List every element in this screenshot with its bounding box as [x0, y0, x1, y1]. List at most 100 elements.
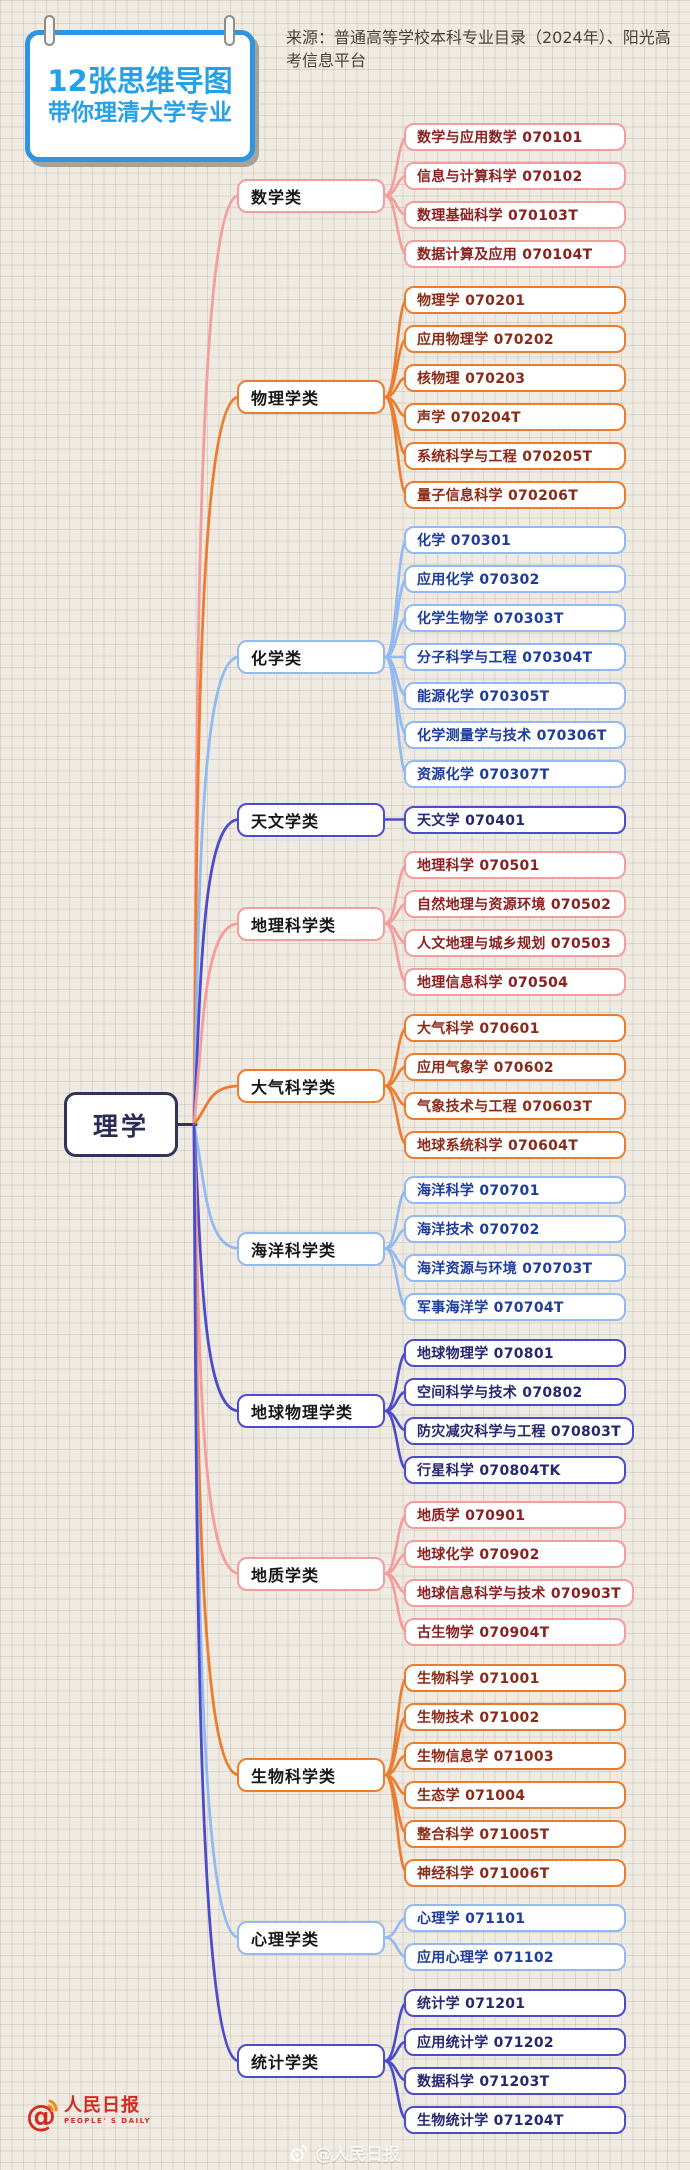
- major-node: 应用统计学 071202: [404, 2027, 626, 2056]
- major-node: 数理基础科学 070103T: [404, 201, 626, 229]
- major-node: 应用化学 070302: [404, 565, 626, 593]
- major-node: 数据计算及应用 070104T: [404, 240, 626, 268]
- connector-line: [192, 922, 241, 1126]
- major-node: 地理科学 070501: [404, 851, 626, 879]
- major-label: 化学 070301: [417, 533, 512, 549]
- major-label: 地质学 070901: [417, 1508, 526, 1524]
- major-node: 地球物理学 070801: [404, 1338, 626, 1367]
- major-label: 数据计算及应用 070104T: [417, 247, 593, 263]
- major-label: 数学与应用数学 070101: [417, 130, 583, 146]
- major-label: 化学测量学与技术 070306T: [417, 728, 607, 744]
- major-node: 化学 070301: [404, 526, 626, 554]
- category-node: 地球物理学类: [237, 1394, 385, 1428]
- major-label: 生物科学 071001: [417, 1670, 540, 1687]
- major-label: 地球系统科学 070604T: [417, 1137, 579, 1154]
- major-label: 海洋资源与环境 070703T: [417, 1261, 593, 1277]
- category-node: 天文学类: [237, 802, 385, 837]
- major-node: 空间科学与技术 070802: [404, 1377, 626, 1406]
- major-node: 数学与应用数学 070101: [404, 123, 626, 151]
- category-label: 统计学类: [251, 2053, 320, 2072]
- category-node: 化学类: [237, 640, 385, 674]
- category-node: 统计学类: [237, 2044, 385, 2078]
- major-label: 古生物学 070904T: [417, 1625, 550, 1641]
- major-node: 地质学 070901: [404, 1501, 626, 1529]
- major-node: 生物信息学 071003: [404, 1741, 626, 1770]
- major-node: 海洋科学 070701: [404, 1176, 626, 1204]
- major-node: 应用气象学 070602: [404, 1052, 626, 1081]
- major-label: 应用气象学 070602: [417, 1059, 554, 1076]
- category-node: 物理学类: [237, 380, 385, 414]
- major-label: 资源化学 070307T: [417, 767, 550, 783]
- major-label: 防灾减灾科学与工程 070803T: [417, 1423, 621, 1440]
- connector-line: [192, 1084, 241, 1126]
- root-node: 理学: [64, 1092, 178, 1157]
- major-node: 系统科学与工程 070205T: [404, 441, 626, 470]
- at-signal-icon: @: [26, 2099, 58, 2134]
- major-label: 数据科学 071203T: [417, 2073, 550, 2090]
- major-label: 大气科学 070601: [417, 1020, 540, 1037]
- peoples-daily-logo: @ 人民日报 PEOPLE' S DAILY: [26, 2096, 151, 2136]
- major-label: 生物技术 071002: [417, 1709, 540, 1726]
- major-node: 数据科学 071203T: [404, 2066, 626, 2095]
- source-text: 来源：普通高等学校本科专业目录（2024年）、阳光高考信息平台: [286, 28, 671, 71]
- major-node: 大气科学 070601: [404, 1013, 626, 1042]
- major-label: 空间科学与技术 070802: [417, 1384, 583, 1401]
- category-label: 化学类: [251, 649, 303, 668]
- major-label: 地理信息科学 070504: [417, 975, 569, 991]
- major-label: 核物理 070203: [417, 370, 526, 387]
- major-label: 地球化学 070902: [417, 1547, 540, 1563]
- major-label: 信息与计算科学 070102: [417, 169, 583, 185]
- root-label: 理学: [92, 1111, 149, 1141]
- major-node: 核物理 070203: [404, 363, 626, 392]
- major-node: 人文地理与城乡规划 070503: [404, 929, 626, 957]
- major-node: 量子信息科学 070206T: [404, 480, 626, 509]
- header-board: 12张思维导图 带你理清大学专业: [25, 30, 255, 162]
- category-node: 地理科学类: [237, 906, 385, 941]
- logo-cn-text: 人民日报: [64, 2095, 140, 2116]
- category-node: 心理学类: [237, 1920, 385, 1955]
- major-label: 军事海洋学 070704T: [417, 1300, 564, 1316]
- major-label: 神经科学 071006T: [417, 1865, 550, 1882]
- major-node: 生物科学 071001: [404, 1663, 626, 1692]
- category-label: 生物科学类: [251, 1767, 337, 1786]
- category-label: 地球物理学类: [251, 1403, 354, 1422]
- major-node: 信息与计算科学 070102: [404, 162, 626, 190]
- major-node: 应用物理学 070202: [404, 324, 626, 353]
- major-label: 应用物理学 070202: [417, 331, 554, 348]
- major-label: 统计学 071201: [417, 1995, 526, 2012]
- category-label: 地质学类: [251, 1565, 320, 1585]
- major-label: 地理科学 070501: [417, 858, 540, 874]
- major-node: 气象技术与工程 070603T: [404, 1091, 626, 1120]
- major-node: 化学测量学与技术 070306T: [404, 721, 626, 749]
- major-label: 应用心理学 071102: [417, 1950, 554, 1966]
- major-node: 自然地理与资源环境 070502: [404, 890, 626, 918]
- connector-line: [192, 818, 241, 1126]
- weibo-eye-icon: [290, 2144, 308, 2162]
- major-label: 人文地理与城乡规划 070503: [417, 936, 612, 952]
- connector-line: [192, 1123, 241, 2063]
- major-label: 数理基础科学 070103T: [417, 208, 579, 224]
- major-label: 心理学 071101: [417, 1911, 526, 1927]
- major-node: 古生物学 070904T: [404, 1618, 626, 1646]
- major-label: 生物统计学 071204T: [417, 2112, 564, 2129]
- major-label: 声学 070204T: [417, 409, 521, 426]
- category-label: 数学类: [251, 187, 303, 207]
- connector-line: [192, 655, 241, 1126]
- major-node: 海洋资源与环境 070703T: [404, 1254, 626, 1282]
- major-label: 生态学 071004: [417, 1787, 526, 1804]
- major-label: 地球信息科学与技术 070903T: [417, 1586, 621, 1602]
- category-node: 大气科学类: [237, 1069, 385, 1103]
- category-label: 地理科学类: [251, 915, 337, 935]
- major-node: 地球化学 070902: [404, 1540, 626, 1568]
- major-label: 物理学 070201: [417, 292, 526, 309]
- major-node: 统计学 071201: [404, 1988, 626, 2017]
- major-node: 资源化学 070307T: [404, 760, 626, 788]
- major-node: 能源化学 070305T: [404, 682, 626, 710]
- category-label: 心理学类: [251, 1929, 320, 1949]
- watermark-text: @人民日报: [315, 2145, 400, 2165]
- major-label: 气象技术与工程 070603T: [417, 1098, 593, 1115]
- major-label: 应用化学 070302: [417, 572, 540, 588]
- connector-line: [192, 1123, 241, 1413]
- connector-line: [192, 1123, 241, 1250]
- major-node: 地理信息科学 070504: [404, 968, 626, 996]
